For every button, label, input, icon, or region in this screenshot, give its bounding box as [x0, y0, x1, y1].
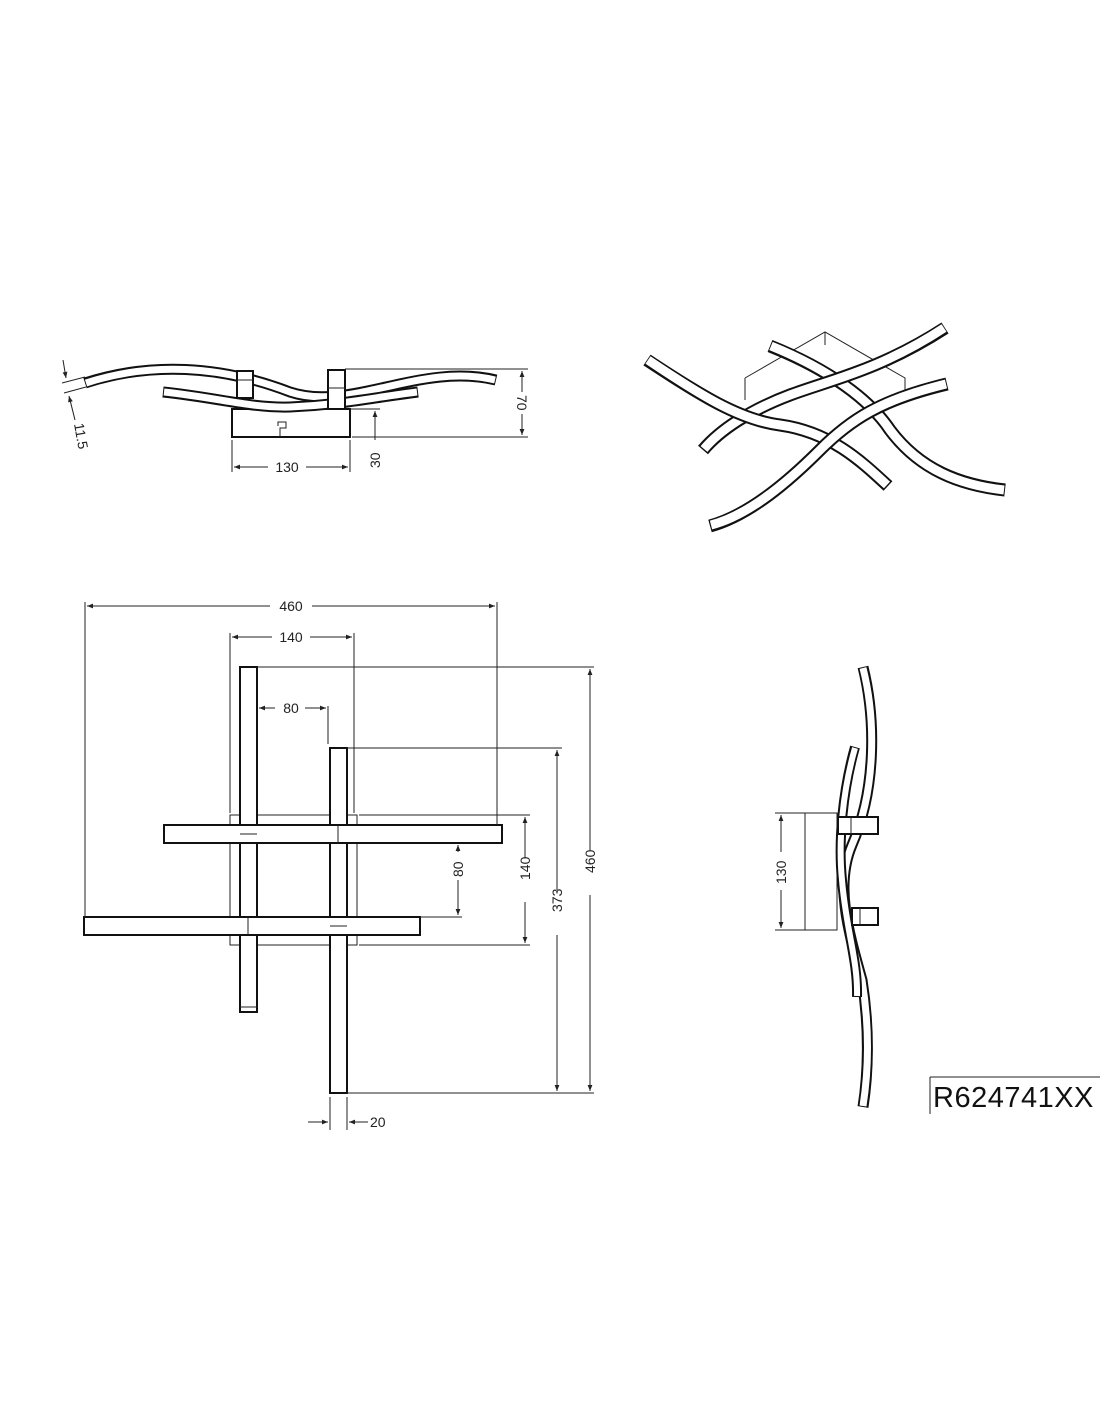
- short-wave-bar: [835, 745, 863, 998]
- long-wave-bar: [838, 665, 878, 1108]
- dim-overall-width: 460: [279, 598, 303, 614]
- dim-bar-width: 20: [370, 1114, 386, 1130]
- bar-horizontal-top: [163, 824, 503, 844]
- connector: [837, 816, 879, 835]
- side-elevation-view: 11.5 70 30 130: [61, 359, 530, 475]
- dim-bar-offset-y: 80: [450, 861, 466, 877]
- bar-horizontal-bottom: [83, 916, 421, 936]
- dim-height: 70: [514, 395, 530, 411]
- upper-wave-bar: [83, 363, 498, 403]
- dim-base-height: 30: [367, 452, 383, 468]
- dim-base-width-side: 130: [773, 860, 789, 884]
- dim-base-width: 140: [279, 629, 303, 645]
- part-number: R624741XX: [933, 1082, 1094, 1114]
- iso-bar: [698, 322, 949, 455]
- connector: [327, 369, 346, 410]
- ceiling-base: [804, 812, 838, 931]
- mount-hook: [277, 421, 287, 437]
- dim-bar-thickness: 11.5: [71, 422, 91, 451]
- dim-bar-offset-x: 80: [283, 700, 299, 716]
- connector: [851, 907, 879, 926]
- iso-bar: [767, 339, 1006, 497]
- iso-bar: [643, 354, 893, 491]
- side-view-right: 130: [773, 665, 879, 1108]
- dim-base-depth: 140: [517, 856, 533, 880]
- lower-wave-bar: [162, 386, 419, 413]
- iso-bar: [708, 377, 949, 533]
- dim-overall-length: 460: [582, 849, 598, 873]
- dim-short-length: 373: [549, 888, 565, 912]
- connector: [236, 370, 254, 399]
- ceiling-base: [231, 408, 351, 438]
- isometric-view: [643, 322, 1006, 533]
- plan-view: 460 140 80 80 140 373 460: [83, 598, 598, 1130]
- base-plate: [229, 814, 358, 946]
- dim-base-width: 130: [275, 459, 299, 475]
